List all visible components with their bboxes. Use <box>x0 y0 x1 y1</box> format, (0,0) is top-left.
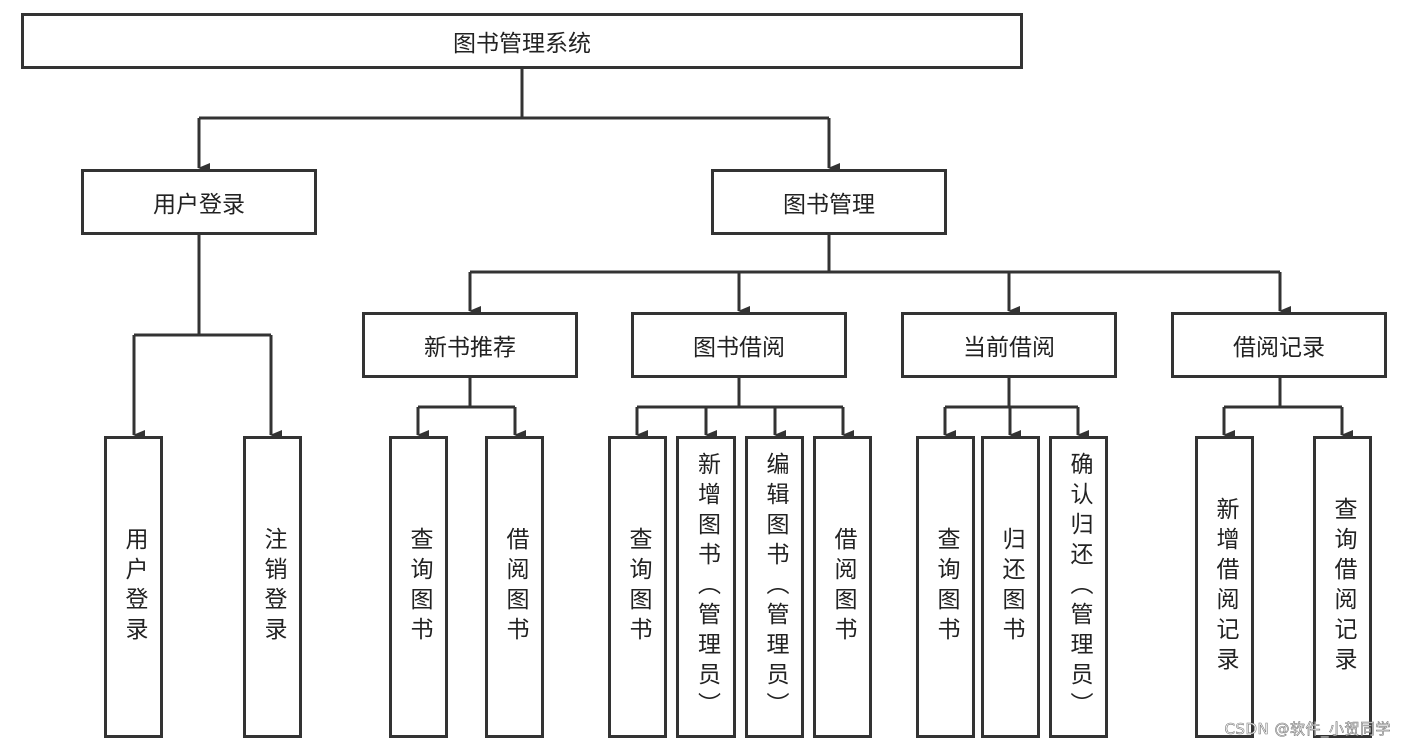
node-label: 查询借阅记录 <box>1330 497 1356 677</box>
leaf-br-query: 查询图书 <box>608 436 667 738</box>
connector-book-mgmt <box>470 234 1280 274</box>
node-current-borrow: 当前借阅 <box>901 312 1117 378</box>
node-user-login: 用户登录 <box>81 169 317 235</box>
watermark: CSDN @软件_小贺同学 <box>1224 720 1391 739</box>
node-label: 当前借阅 <box>963 335 1055 361</box>
node-label: 注销登录 <box>260 527 286 647</box>
leaf-login: 用户登录 <box>104 436 163 738</box>
node-label: 图书管理 <box>783 192 875 218</box>
node-label: 图书借阅 <box>693 335 785 361</box>
node-label: 用户登录 <box>153 192 245 218</box>
node-label: 编辑图书（管理员） <box>762 452 788 722</box>
node-borrow-records: 借阅记录 <box>1171 312 1387 378</box>
node-book-borrow: 图书借阅 <box>631 312 847 378</box>
connector-new-books <box>418 377 515 409</box>
leaf-rc-query: 查询借阅记录 <box>1313 436 1372 738</box>
node-label: 借阅记录 <box>1233 335 1325 361</box>
node-label: 借阅图书 <box>502 527 528 647</box>
node-book-management: 图书管理 <box>711 169 947 235</box>
connector-borrow <box>637 377 843 409</box>
node-label: 查询图书 <box>406 527 432 647</box>
leaf-nb-query: 查询图书 <box>389 436 448 738</box>
leaf-cu-return: 归还图书 <box>981 436 1040 738</box>
leaf-cu-query: 查询图书 <box>916 436 975 738</box>
node-label: 归还图书 <box>998 527 1024 647</box>
node-label: 查询图书 <box>933 527 959 647</box>
connector-root <box>199 68 829 120</box>
root-node: 图书管理系统 <box>21 13 1023 69</box>
node-label: 查询图书 <box>625 527 651 647</box>
connector-user-login <box>134 234 271 337</box>
node-label: 新增图书（管理员） <box>693 452 720 722</box>
connector-records <box>1224 377 1342 409</box>
leaf-logout: 注销登录 <box>243 436 302 738</box>
leaf-br-edit: 编辑图书（管理员） <box>745 436 804 738</box>
leaf-br-borrow: 借阅图书 <box>813 436 872 738</box>
leaf-br-add: 新增图书（管理员） <box>676 436 736 738</box>
node-label: 借阅图书 <box>830 527 856 647</box>
node-label: 确认归还（管理员） <box>1066 452 1092 722</box>
connector-current <box>945 377 1078 409</box>
leaf-rc-add: 新增借阅记录 <box>1195 436 1254 738</box>
node-label: 图书管理系统 <box>453 31 591 57</box>
node-label: 新增借阅记录 <box>1212 497 1238 677</box>
node-label: 新书推荐 <box>424 335 516 361</box>
leaf-nb-borrow: 借阅图书 <box>485 436 544 738</box>
node-label: 用户登录 <box>121 527 147 647</box>
node-new-books: 新书推荐 <box>362 312 578 378</box>
leaf-cu-confirm: 确认归还（管理员） <box>1049 436 1108 738</box>
